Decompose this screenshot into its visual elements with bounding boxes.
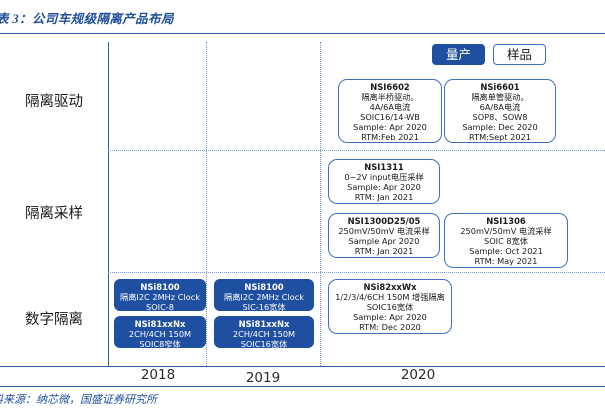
product-detail: SOP8、SOW8 [472,112,528,123]
product-card-nsi1300d25-05[interactable]: NSI1300D25/05 250mV/50mV 电流采样 Sample Apr… [328,213,440,258]
product-detail: SIC-16宽体 [242,302,286,313]
legend-item-sample[interactable]: 样品 [493,44,547,65]
product-detail: SOIC8窄体 [139,339,181,350]
product-name: NSi8100 [244,282,284,292]
row-separator-drive-sampling [108,150,605,151]
product-card-nsi81xxnx-2019[interactable]: NSi81xxNx 2CH/4CH 150M SOIC16宽体 [214,316,314,350]
product-name: NSi81xxNx [238,319,290,329]
product-card-nsi82xxwx[interactable]: NSi82xxWx 1/2/3/4/6CH 150M 增强隔离 SOIC16宽体… [328,279,452,334]
row-separator-sampling-digital [108,272,605,273]
product-roadmap-chart: 隔离驱动 隔离采样 数字隔离 NSI6602 隔离半桥驱动。 4A/6A电流 S… [0,36,605,367]
product-detail: SOIC16宽体 [366,302,414,313]
legend: 量产 样品 [432,44,547,65]
product-detail: Sample: Oct 2021 [469,246,543,257]
product-name: NSi81xxNx [134,319,186,329]
product-detail: Sample: Apr 2020 [347,182,421,193]
product-detail: 250mV/50mV 电流采样 [338,226,430,237]
x-tick-2019: 2019 [245,370,281,386]
product-detail: RTM: Dec 2020 [359,322,421,333]
product-detail: 隔离I2C 2MHz Clock [224,292,304,303]
product-name: NSI1311 [364,162,404,172]
product-detail: SOIC 8宽体 [484,236,528,247]
product-name: NSi8100 [140,282,180,292]
product-name: NSi6601 [480,82,520,92]
product-card-nsi6601[interactable]: NSi6601 隔离单管驱动。 6A/8A电流 SOP8、SOW8 Sample… [444,79,556,143]
product-detail: SOIC16/14-WB [360,112,420,123]
product-detail: 0~2V input电压采样 [344,172,424,183]
product-card-nsi1306[interactable]: NSI1306 250mV/50mV 电流采样 SOIC 8宽体 Sample:… [444,213,568,268]
product-detail: RTM: May 2021 [474,256,538,267]
x-axis-line [0,366,605,367]
product-card-nsi81xxnx-2018[interactable]: NSi81xxNx 2CH/4CH 150M SOIC8窄体 [114,316,206,350]
product-name: NSI1306 [486,216,526,226]
footer-divider [0,386,605,387]
column-separator-2019-2020 [320,42,321,366]
product-detail: Sample: Apr 2020 [353,312,427,323]
product-name: NSi82xxWx [363,282,417,292]
product-detail: 隔离单管驱动。 [471,92,529,103]
product-card-nsi8100-2018[interactable]: NSi8100 隔离I2C 2MHz Clock SOIC-8 [114,279,206,313]
y-axis-line [108,42,109,366]
product-name: NSI1300D25/05 [347,216,421,226]
product-detail: Sample: Dec 2020 [462,122,538,133]
product-detail: RTM: Jan 2021 [354,192,414,203]
row-label-isolated-drive: 隔离驱动 [25,94,83,110]
page-title: 表 3：公司车规级隔离产品布局 [0,12,174,26]
source-note: 料来源：纳芯微，国盛证券研究所 [0,394,157,406]
product-detail: RTM:Sept 2021 [469,132,531,143]
product-detail: 250mV/50mV 电流采样 [460,226,552,237]
row-label-isolated-sampling: 隔离采样 [25,206,83,222]
row-label-digital-isolation: 数字隔离 [25,312,83,328]
product-detail: 6A/8A电流 [479,102,521,113]
product-name: NSI6602 [370,82,410,92]
product-detail: 2CH/4CH 150M [232,329,296,340]
product-card-nsi1311[interactable]: NSI1311 0~2V input电压采样 Sample: Apr 2020 … [328,159,440,204]
legend-item-mass-production[interactable]: 量产 [432,44,486,65]
product-detail: Sample Apr 2020 [348,236,420,247]
product-detail: SOIC16宽体 [240,339,288,350]
product-card-nsi6602[interactable]: NSI6602 隔离半桥驱动。 4A/6A电流 SOIC16/14-WB Sam… [338,79,442,143]
product-card-nsi8100-2019[interactable]: NSi8100 隔离I2C 2MHz Clock SIC-16宽体 [214,279,314,313]
x-tick-2020: 2020 [400,367,436,383]
product-detail: 隔离半桥驱动。 [361,92,419,103]
product-detail: 隔离I2C 2MHz Clock [120,292,200,303]
product-detail: 2CH/4CH 150M [128,329,192,340]
product-detail: 4A/6A电流 [369,102,411,113]
product-detail: SOIC-8 [146,302,174,313]
title-divider [0,33,605,34]
product-detail: RTM: Jan 2021 [354,246,414,257]
column-separator-2018-2019 [206,42,207,366]
product-detail: RTM:Feb 2021 [361,132,419,143]
product-detail: Sample: Apr 2020 [353,122,427,133]
x-tick-2018: 2018 [140,367,176,383]
product-detail: 1/2/3/4/6CH 150M 增强隔离 [335,292,445,303]
